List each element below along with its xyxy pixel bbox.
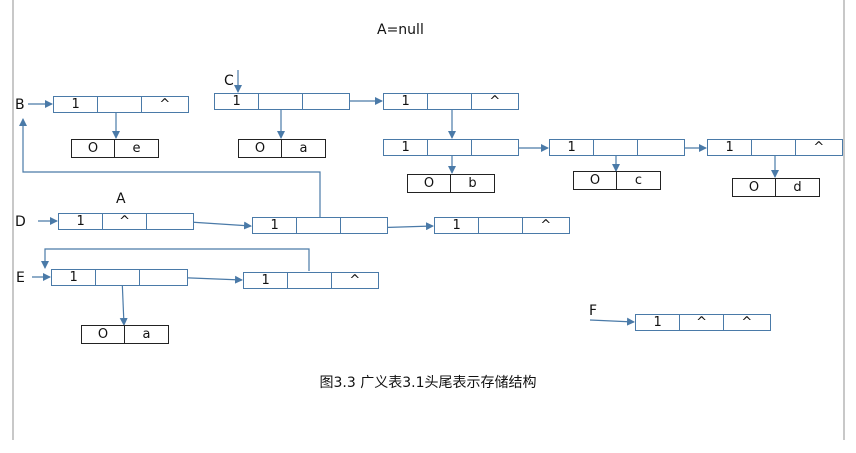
node-tag: 1	[253, 218, 298, 233]
node-tp: ^	[349, 273, 361, 288]
node-c5: 1 ^	[707, 139, 843, 156]
figure-caption: 图3.3 广义表3.1头尾表示存储结构	[319, 375, 537, 391]
node-hp	[594, 140, 638, 155]
node-hp	[288, 273, 332, 288]
atom-tag: O	[72, 140, 115, 157]
node-tag: 1	[636, 315, 681, 330]
node-hp	[752, 140, 796, 155]
node-c2: 1 ^	[383, 93, 519, 110]
atom-c-d: O d	[732, 178, 820, 197]
node-hp: ^	[103, 214, 147, 229]
node-hp: ^	[680, 315, 724, 330]
atom-value: e	[132, 141, 141, 156]
node-tp: ^	[813, 140, 825, 155]
node-d3: 1 ^	[434, 217, 570, 234]
node-hp	[479, 218, 523, 233]
label-f: F	[589, 303, 598, 319]
node-hp	[96, 270, 140, 285]
atom-c-b: O b	[407, 174, 495, 193]
node-tp	[638, 140, 684, 155]
node-tag: 1	[59, 214, 104, 229]
node-tag: 1	[384, 140, 429, 155]
atom-tag: O	[733, 179, 776, 196]
atom-value: a	[142, 327, 151, 342]
node-tp	[140, 270, 187, 285]
node-tp: ^	[489, 94, 501, 109]
node-tp	[341, 218, 387, 233]
node-tag: 1	[708, 140, 753, 155]
node-e1: 1	[51, 269, 188, 286]
atom-tag: O	[408, 175, 451, 192]
node-hp	[259, 94, 303, 109]
node-tp: ^	[741, 315, 753, 330]
node-tag: 1	[52, 270, 97, 285]
label-c: C	[224, 73, 234, 89]
node-hp	[98, 97, 142, 112]
node-hp	[428, 94, 472, 109]
node-d1: 1 ^	[58, 213, 194, 230]
node-tp	[303, 94, 349, 109]
atom-c-c: O c	[573, 171, 661, 190]
node-e2: 1 ^	[243, 272, 379, 289]
atom-tag: O	[82, 326, 125, 343]
atom-c-a: O a	[238, 139, 326, 158]
label-a: A	[116, 191, 126, 207]
atom-b-e: O e	[71, 139, 159, 158]
label-e: E	[16, 270, 25, 286]
node-hp	[428, 140, 472, 155]
node-tag: 1	[435, 218, 480, 233]
node-d2: 1	[252, 217, 388, 234]
atom-value: c	[634, 173, 643, 188]
arrow-e2-to-e	[41, 248, 310, 271]
node-tp	[472, 140, 518, 155]
node-tp	[147, 214, 193, 229]
node-tag: 1	[244, 273, 289, 288]
node-tp: ^	[540, 218, 552, 233]
node-f1: 1 ^ ^	[635, 314, 771, 331]
node-tag: 1	[550, 140, 595, 155]
label-b: B	[15, 97, 25, 113]
label-d: D	[15, 214, 26, 230]
node-tp: ^	[159, 97, 171, 112]
atom-value: b	[468, 176, 477, 191]
atom-value: a	[299, 141, 308, 156]
node-b1: 1 ^	[53, 96, 189, 113]
atom-e-a: O a	[81, 325, 169, 344]
diagram-title: A=null	[377, 22, 424, 38]
node-tag: 1	[384, 94, 429, 109]
right-margin-line	[843, 0, 845, 440]
node-hp	[297, 218, 341, 233]
node-c3: 1	[383, 139, 519, 156]
left-margin-line	[12, 0, 14, 440]
atom-value: d	[793, 180, 802, 195]
arrow-d2-to-b	[19, 118, 321, 217]
atom-tag: O	[239, 140, 282, 157]
arrow-f-head	[589, 317, 635, 326]
node-c4: 1	[549, 139, 685, 156]
atom-tag: O	[574, 172, 617, 189]
node-c1: 1	[214, 93, 350, 110]
node-tag: 1	[215, 94, 260, 109]
node-tag: 1	[54, 97, 99, 112]
